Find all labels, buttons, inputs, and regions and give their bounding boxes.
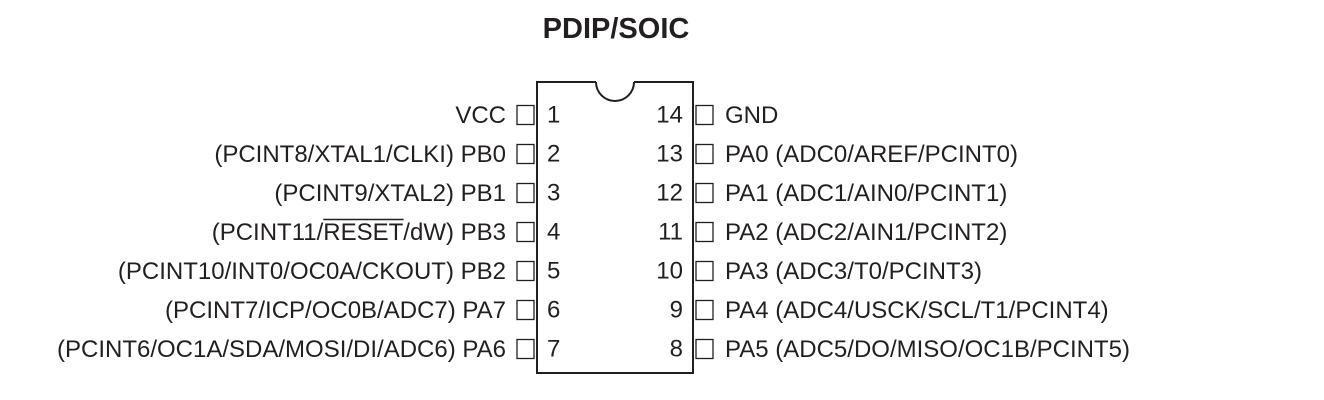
right-pin-label: PA0 (ADC0/AREF/PCINT0) bbox=[725, 141, 1018, 168]
right-pin-port: PA2 bbox=[725, 219, 769, 246]
left-pin-label: (PCINT10/INT0/OC0A/CKOUT) PB2 bbox=[118, 258, 506, 285]
left-pin-port: PA7 bbox=[462, 297, 506, 324]
left-pin-pad bbox=[516, 299, 535, 321]
left-pin-pad bbox=[516, 182, 535, 204]
left-pin-pad bbox=[516, 104, 535, 126]
right-pin-pad bbox=[695, 143, 714, 165]
left-pin-function: (PCINT11/ bbox=[212, 219, 324, 246]
right-pin-port: GND bbox=[725, 102, 778, 129]
right-pin-port: PA0 bbox=[725, 141, 769, 168]
left-pin-function: (PCINT10/INT0/OC0A/CKOUT) bbox=[118, 258, 461, 285]
right-pin-number: 13 bbox=[656, 141, 683, 168]
left-pin-label: (PCINT6/OC1A/SDA/MOSI/DI/ADC6) PA6 bbox=[57, 336, 506, 363]
left-pin-column: 1 VCC 2 (PCINT8/XTAL1/CLKI) PB0 3 (PCINT9/XTA… bbox=[57, 102, 560, 363]
right-pin-function: (ADC1/AIN0/PCINT1) bbox=[769, 180, 1008, 207]
right-pin-pad bbox=[695, 104, 714, 126]
right-pin-function: (ADC2/AIN1/PCINT2) bbox=[769, 219, 1008, 246]
left-pin-label: (PCINT7/ICP/OC0B/ADC7) PA7 bbox=[165, 297, 506, 324]
left-pin-port: PB0 bbox=[461, 141, 506, 168]
left-pin-function: (PCINT9/XTAL2) bbox=[274, 180, 460, 207]
right-pin-port: PA4 bbox=[725, 297, 769, 324]
right-pin-number: 8 bbox=[670, 336, 683, 363]
left-pin-function: (PCINT6/OC1A/SDA/MOSI/DI/ADC6) bbox=[57, 336, 462, 363]
right-pin-number: 9 bbox=[670, 297, 683, 324]
right-pin-column: 14 GND 13 PA0 (ADC0/AREF/PCINT0) 12 PA1 (ADC1… bbox=[656, 102, 1130, 363]
left-pin-port: VCC bbox=[455, 102, 506, 129]
left-pin-function: /dW) bbox=[403, 219, 460, 246]
left-pin-number: 4 bbox=[547, 219, 560, 246]
right-pin-number: 11 bbox=[658, 219, 683, 246]
right-pin-port: PA1 bbox=[725, 180, 769, 207]
right-pin-number: 10 bbox=[656, 258, 683, 285]
left-pin-pad bbox=[516, 143, 535, 165]
right-pin-pad bbox=[695, 182, 714, 204]
left-pin-function: (PCINT8/XTAL1/CLKI) bbox=[214, 141, 460, 168]
right-pin-label: PA1 (ADC1/AIN0/PCINT1) bbox=[725, 180, 1007, 207]
right-pin-pad bbox=[695, 299, 714, 321]
right-pin-function: (ADC5/DO/MISO/OC1B/PCINT5) bbox=[769, 336, 1130, 363]
left-pin-number: 7 bbox=[547, 336, 560, 363]
chip-orientation-notch bbox=[595, 81, 635, 102]
chip-body-outline bbox=[536, 81, 694, 374]
left-pin-label: VCC bbox=[455, 102, 506, 129]
left-pin-number: 6 bbox=[547, 297, 560, 324]
left-pin-port: PA6 bbox=[462, 336, 506, 363]
right-pin-function: (ADC4/USCK/SCL/T1/PCINT4) bbox=[769, 297, 1109, 324]
left-pin-port: PB3 bbox=[461, 219, 506, 246]
right-pin-label: PA4 (ADC4/USCK/SCL/T1/PCINT4) bbox=[725, 297, 1109, 324]
right-pin-port: PA3 bbox=[725, 258, 769, 285]
left-pin-pad bbox=[516, 260, 535, 282]
left-pin-function: (PCINT7/ICP/OC0B/ADC7) bbox=[165, 297, 462, 324]
left-pin-pad bbox=[516, 338, 535, 360]
right-pin-label: PA2 (ADC2/AIN1/PCINT2) bbox=[725, 219, 1007, 246]
right-pin-function: (ADC3/T0/PCINT3) bbox=[769, 258, 982, 285]
left-pin-number: 3 bbox=[547, 180, 560, 207]
left-pin-number: 2 bbox=[547, 141, 560, 168]
left-pin-function-active-low: RESET bbox=[323, 219, 403, 246]
left-pin-port: PB2 bbox=[461, 258, 506, 285]
left-pin-label: (PCINT8/XTAL1/CLKI) PB0 bbox=[214, 141, 506, 168]
left-pin-label: (PCINT9/XTAL2) PB1 bbox=[274, 180, 506, 207]
right-pin-number: 14 bbox=[656, 102, 683, 129]
right-pin-pad bbox=[695, 221, 714, 243]
left-pin-number: 1 bbox=[547, 102, 560, 129]
right-pin-label: GND bbox=[725, 102, 778, 129]
right-pin-pad bbox=[695, 338, 714, 360]
left-pin-port: PB1 bbox=[461, 180, 506, 207]
left-pin-number: 5 bbox=[547, 258, 560, 285]
right-pin-port: PA5 bbox=[725, 336, 769, 363]
right-pin-label: PA5 (ADC5/DO/MISO/OC1B/PCINT5) bbox=[725, 336, 1130, 363]
right-pin-function: (ADC0/AREF/PCINT0) bbox=[769, 141, 1018, 168]
right-pin-pad bbox=[695, 260, 714, 282]
right-pin-number: 12 bbox=[656, 180, 683, 207]
left-pin-label: (PCINT11/RESET/dW) PB3 bbox=[212, 219, 506, 246]
right-pin-label: PA3 (ADC3/T0/PCINT3) bbox=[725, 258, 982, 285]
left-pin-pad bbox=[516, 221, 535, 243]
package-title: PDIP/SOIC bbox=[543, 13, 690, 45]
